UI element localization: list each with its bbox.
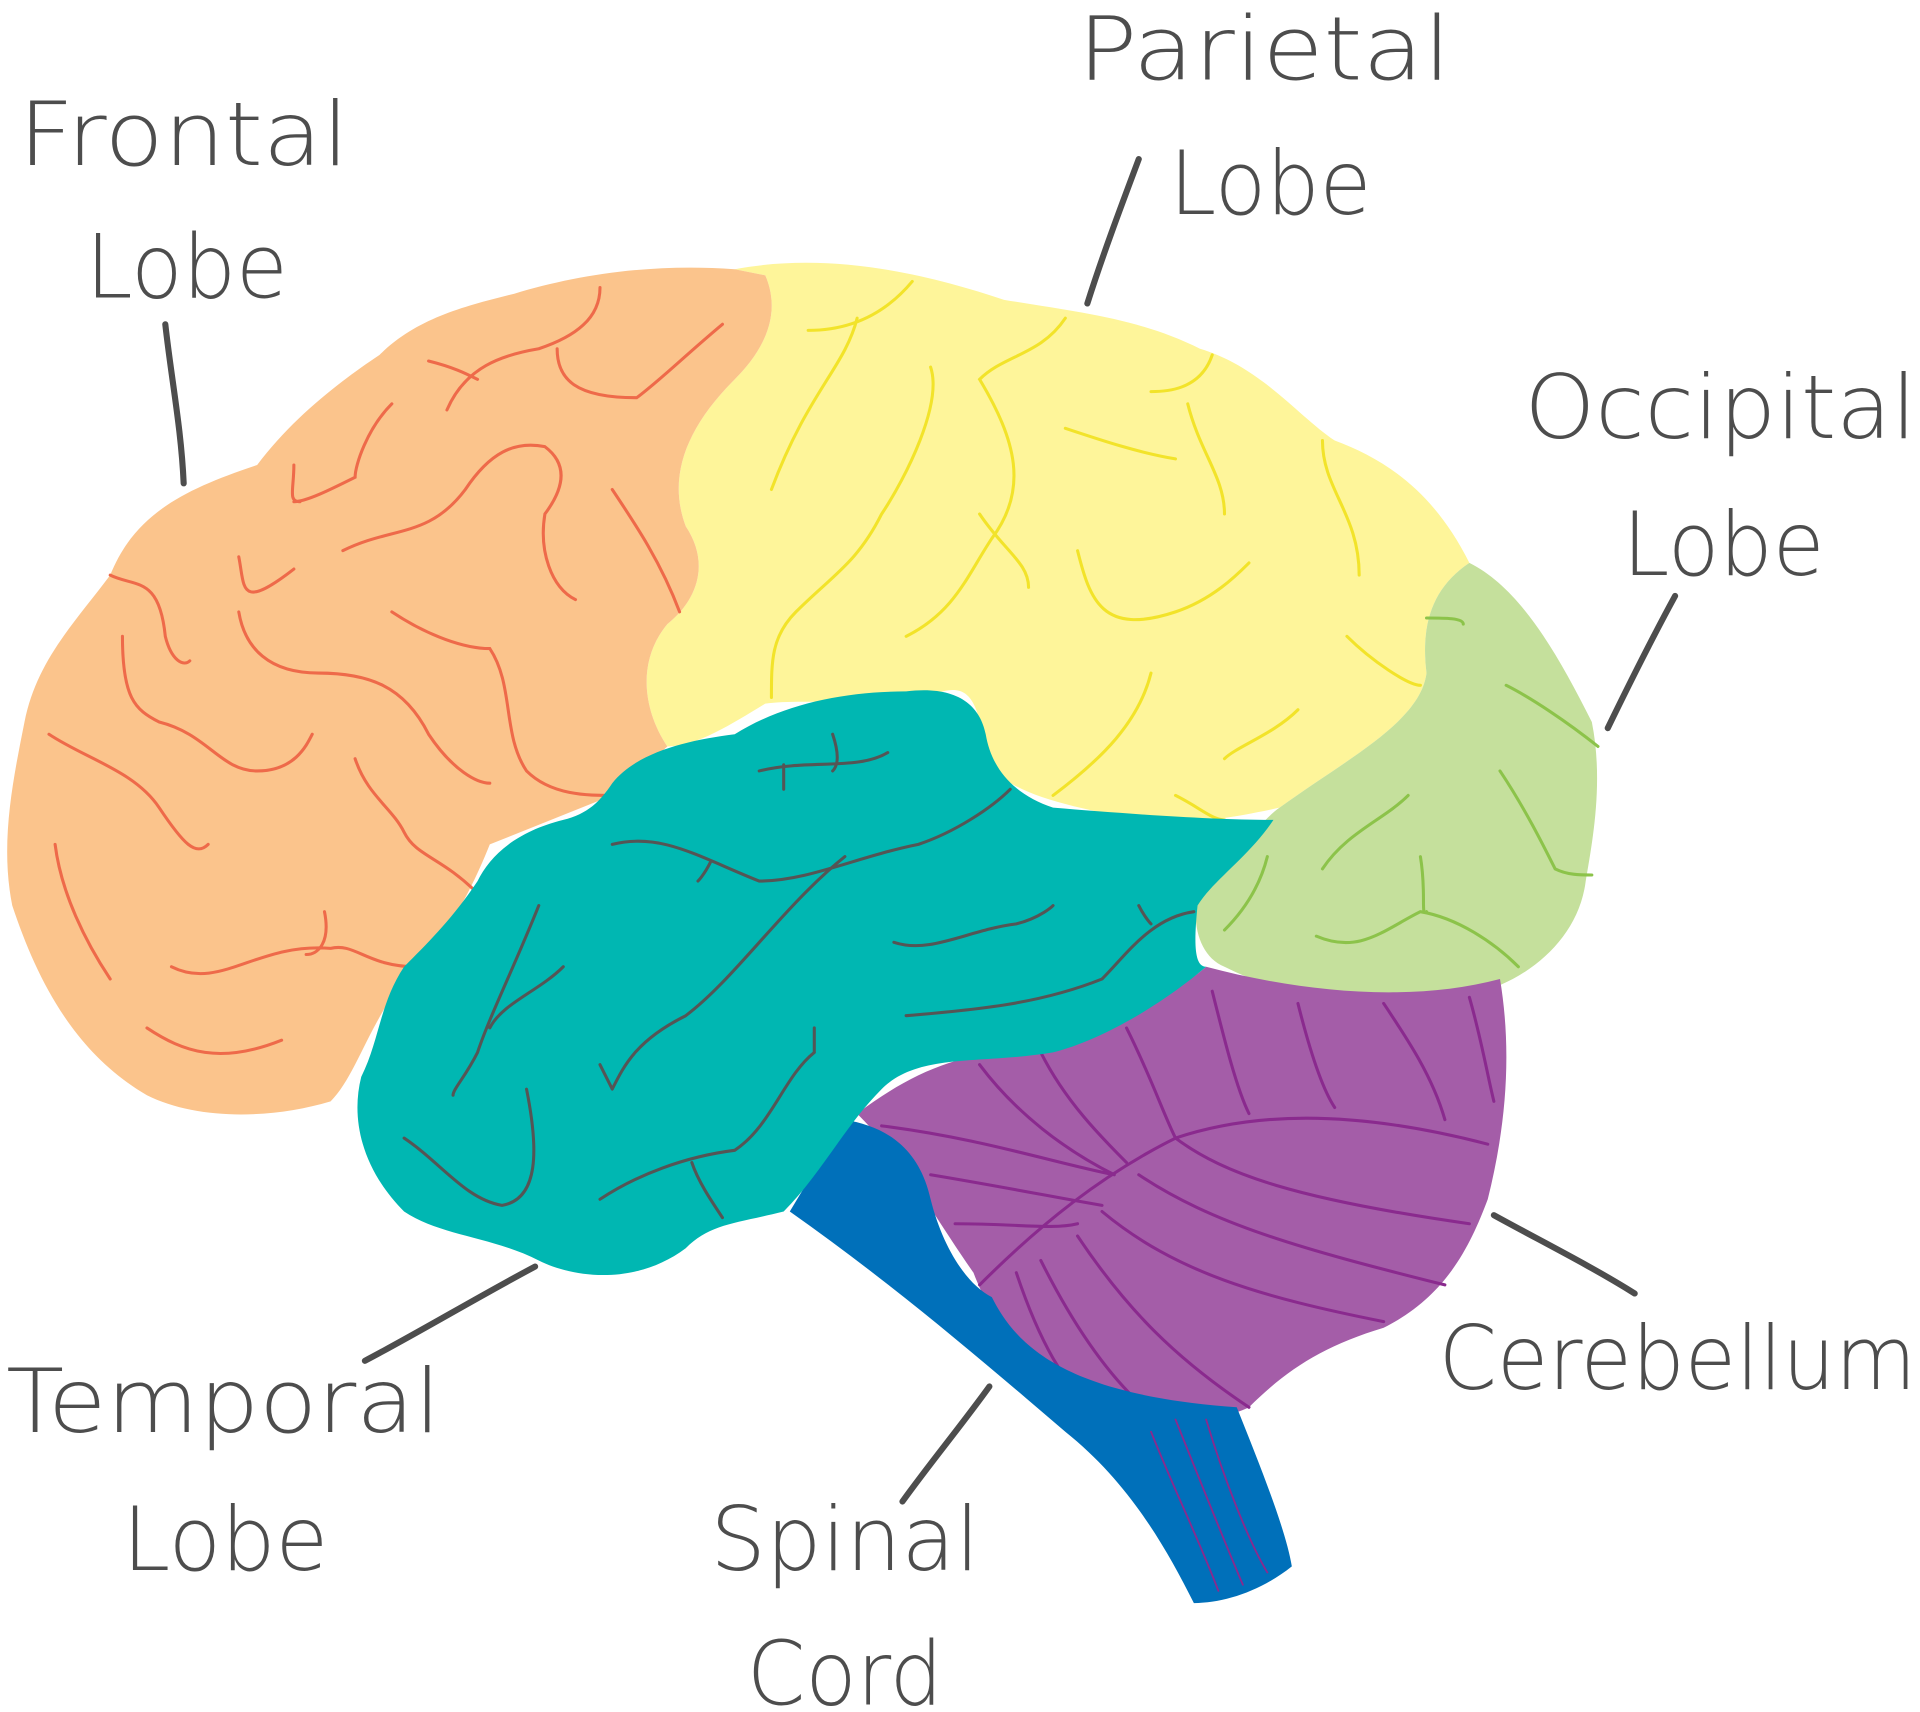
spinal-label-line2: Cord — [747, 1623, 943, 1712]
cerebellum-folds — [880, 989, 1496, 1415]
occipital-leader-line — [1604, 592, 1679, 732]
temporal-lobe — [357, 690, 1274, 1276]
frontal-lobe — [7, 267, 772, 1115]
spinal-label-line1: Spinal — [710, 1488, 979, 1591]
parietal-label-line2: Lobe — [1169, 132, 1371, 235]
parietal-veins — [769, 279, 1422, 822]
cerebellum-label: Cerebellum — [1439, 1307, 1917, 1410]
cerebellum — [857, 966, 1507, 1419]
occipital-label-line2: Lobe — [1622, 493, 1824, 596]
spinal-leader-line — [899, 1383, 993, 1505]
temporal-label-line2: Lobe — [122, 1488, 328, 1591]
parietal-leader-line — [1084, 156, 1142, 307]
occipital-veins — [1222, 616, 1600, 969]
temporal-veins — [402, 732, 1196, 1220]
frontal-veins — [47, 286, 724, 1056]
cerebellum-leader-line — [1490, 1212, 1638, 1297]
spinal-fibers — [1150, 1418, 1269, 1592]
leader-lines — [162, 156, 1679, 1505]
labels: Frontal Lobe Parietal Lobe Occipital Lob… — [6, 0, 1916, 1712]
parietal-label-line1: Parietal — [1078, 0, 1451, 101]
temporal-label-line1: Temporal — [6, 1350, 441, 1453]
occipital-label-line1: Occipital — [1524, 356, 1916, 459]
frontal-label-line1: Frontal — [18, 83, 349, 186]
spinal-cord — [789, 1119, 1292, 1604]
parietal-lobe — [646, 262, 1470, 823]
temporal-leader-line — [361, 1263, 539, 1364]
occipital-lobe — [1195, 562, 1598, 1002]
frontal-leader-line — [162, 321, 187, 487]
frontal-label-line2: Lobe — [86, 215, 288, 318]
